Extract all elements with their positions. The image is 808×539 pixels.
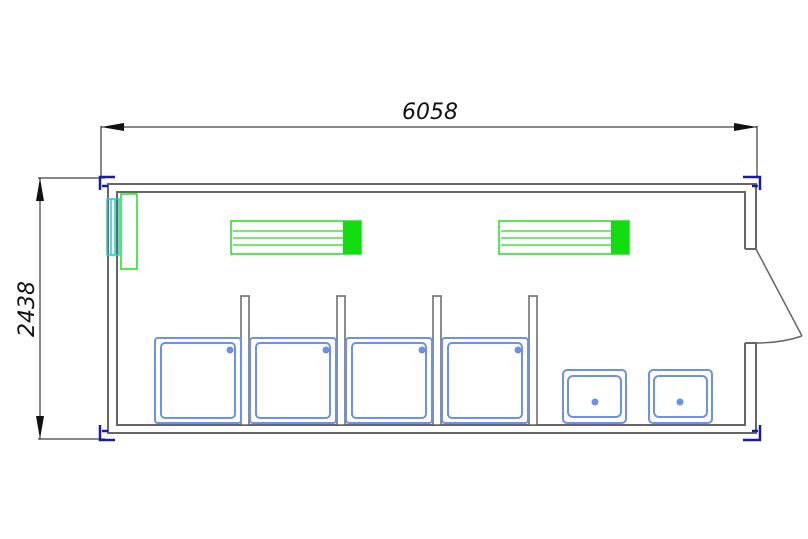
basin-inner [567,375,622,418]
width-label: 2438 [15,281,40,337]
toilet-stall [249,337,337,424]
length-label: 6058 [402,100,458,125]
stall-partition [432,295,442,426]
drain-icon [418,346,426,354]
stall-partition [528,295,538,426]
door-arc [755,335,803,344]
toilet-stall [345,337,433,424]
heater-left [230,220,362,255]
window-sill-unit [120,193,138,270]
window-icon [106,198,120,256]
drain-icon [226,346,234,354]
corner-fitting-bottom-left [98,425,115,442]
width-arrow-bottom [36,416,44,439]
drain-icon [322,346,330,354]
basin-inner [653,375,708,418]
toilet-stalls [154,337,529,424]
toilet-stall [154,337,242,424]
length-arrow-left [101,123,124,131]
drain-icon [676,398,684,406]
width-dimension [36,177,105,440]
length-dimension [100,123,758,176]
width-arrow-top [36,178,44,201]
corner-fitting-top-left [98,175,115,190]
stall-tray-outer [249,337,337,424]
stall-tray-inner [447,342,523,419]
corner-fittings [98,175,762,442]
door-swing-icon [755,248,803,344]
stall-tray-outer [345,337,433,424]
heater-control-block [343,221,361,254]
drain-icon [514,346,522,354]
drain-icon [591,398,599,406]
washbasins [562,369,713,424]
heater-control-block [611,221,629,254]
length-arrow-right [734,123,757,131]
washbasin [562,369,627,424]
toilet-stall [441,337,529,424]
stall-tray-outer [441,337,529,424]
washbasin [648,369,713,424]
stall-partitions [240,295,538,426]
basin-outer [562,369,627,424]
corner-fitting-bottom-right [743,425,762,442]
inner-wall-main [116,191,746,426]
basin-outer [648,369,713,424]
heater-right [498,220,630,255]
stall-partition [336,295,346,426]
stall-tray-outer [154,337,242,424]
stall-tray-inner [160,342,236,419]
door-leaf [755,248,803,337]
stall-tray-inner [351,342,427,419]
window-frame [106,198,120,256]
stall-tray-inner [255,342,331,419]
corner-fitting-top-right [743,175,762,190]
stall-partition [240,295,250,426]
